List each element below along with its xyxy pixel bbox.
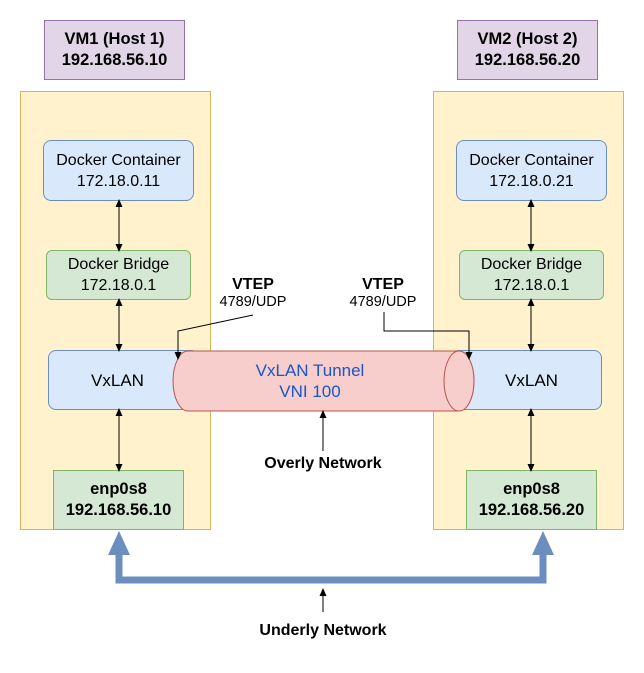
host1-ip: 192.168.56.10 — [61, 51, 168, 69]
host2-title-box: VM2 (Host 2) 192.168.56.20 — [457, 20, 598, 80]
tunnel-name: VxLAN Tunnel — [255, 361, 365, 380]
host1-vxlan-label: VxLAN — [91, 370, 144, 390]
underlay-network-label: Underly Network — [259, 622, 387, 639]
host1-nic: enp0s8 192.168.56.10 — [53, 470, 184, 530]
host2-container-ip: 172.18.0.21 — [489, 172, 574, 190]
vtep1-label: VTEP 4789/UDP — [203, 276, 303, 310]
host2-docker-container: Docker Container 172.18.0.21 — [456, 140, 607, 201]
host1-container-label: Docker Container — [56, 151, 181, 169]
vtep1-title: VTEP — [232, 276, 274, 293]
host2-container-label: Docker Container — [469, 151, 594, 169]
host2-vxlan: VxLAN — [451, 350, 602, 410]
vtep2-port: 4789/UDP — [349, 294, 417, 310]
host2-docker-bridge: Docker Bridge 172.18.0.1 — [459, 250, 604, 300]
host2-nic: enp0s8 192.168.56.20 — [466, 470, 597, 530]
tunnel-vni: VNI 100 — [279, 382, 341, 401]
vxlan-tunnel-cylinder — [172, 350, 475, 412]
host1-bridge-label: Docker Bridge — [67, 256, 170, 273]
tunnel-label: VxLAN Tunnel VNI 100 — [210, 360, 410, 402]
host2-bridge-label: Docker Bridge — [480, 256, 583, 273]
vtep2-pointer — [383, 312, 473, 360]
host1-container-ip: 172.18.0.11 — [76, 172, 161, 190]
vtep2-title: VTEP — [362, 276, 404, 293]
vtep1-pointer — [174, 314, 254, 360]
host1-docker-container: Docker Container 172.18.0.11 — [43, 140, 194, 201]
host2-bridge-ip: 172.18.0.1 — [493, 277, 570, 294]
host2-nic-label: enp0s8 — [503, 480, 560, 498]
host2-nic-ip: 192.168.56.20 — [478, 501, 585, 519]
host2-vxlan-label: VxLAN — [505, 370, 558, 390]
underlay-arrow — [108, 531, 554, 584]
host1-docker-bridge: Docker Bridge 172.18.0.1 — [46, 250, 191, 300]
host1-nic-label: enp0s8 — [90, 480, 147, 498]
vtep2-label: VTEP 4789/UDP — [333, 276, 433, 310]
overlay-network-label: Overly Network — [264, 455, 382, 472]
host1-nic-ip: 192.168.56.10 — [65, 501, 172, 519]
host1-title-box: VM1 (Host 1) 192.168.56.10 — [44, 20, 185, 80]
host1-bridge-ip: 172.18.0.1 — [80, 277, 157, 294]
vtep1-port: 4789/UDP — [219, 294, 287, 310]
host2-ip: 192.168.56.20 — [474, 51, 581, 69]
host2-title: VM2 (Host 2) — [477, 30, 578, 48]
host1-title: VM1 (Host 1) — [64, 30, 165, 48]
